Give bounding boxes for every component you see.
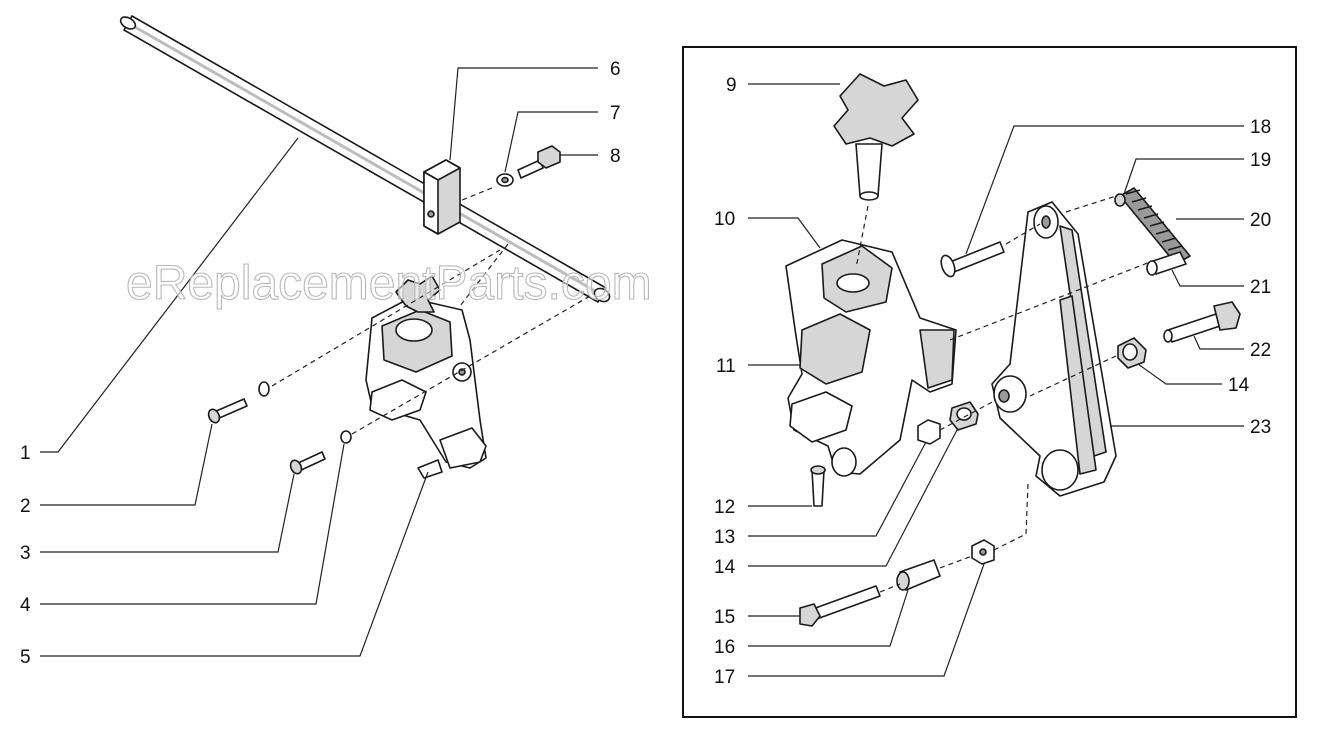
callout-13: 13: [714, 527, 735, 548]
spacer-14-part: [949, 401, 979, 431]
callout-5: 5: [20, 647, 31, 668]
bolt-3-part: [289, 451, 326, 475]
clamp-assembly-part: [365, 275, 487, 479]
watermark-text: eReplacementParts.com: [126, 257, 652, 310]
callout-1: 1: [20, 443, 31, 464]
callout-6: 6: [610, 59, 621, 80]
washer-part: [496, 173, 514, 187]
bolt-22-part: [1163, 301, 1241, 343]
pin-part: [810, 465, 826, 507]
bolt-part: [517, 145, 561, 179]
callout-11: 11: [716, 356, 736, 377]
callout-14-left: 14: [714, 557, 736, 578]
callout-7: 7: [610, 103, 621, 124]
callout-12: 12: [714, 497, 735, 518]
callout-19: 19: [1250, 150, 1271, 171]
pin-18-part: [940, 241, 1005, 278]
callout-20: 20: [1250, 210, 1271, 231]
bushing-14-part: [1117, 337, 1147, 369]
washer-4-part: [340, 430, 352, 444]
spacer-16-part: [896, 559, 941, 591]
callout-4: 4: [20, 595, 31, 616]
callout-15: 15: [714, 607, 735, 628]
clamp-body-part: [785, 239, 957, 477]
left-assembly: 1 2 3 4 5 6 7 8: [20, 15, 621, 668]
bolt-15-part: [799, 585, 881, 627]
lever-arm-part: [991, 201, 1117, 497]
knob-part: [833, 73, 919, 201]
fitting-19-part: [1114, 193, 1126, 207]
callout-8: 8: [610, 146, 621, 167]
bolt-2-part: [207, 398, 248, 424]
spring-part: [1119, 187, 1191, 265]
detail-frame: [682, 46, 1297, 718]
rod-clamp-part: [423, 159, 461, 235]
callout-16: 16: [714, 637, 735, 658]
fitting-21-part: [1146, 251, 1187, 276]
callout-9: 9: [726, 75, 737, 96]
nut-17-part: [971, 539, 995, 565]
right-assembly: 9 10 11 12 13 14 15 16 17 18 19 20 21 22…: [714, 73, 1271, 688]
callout-22: 22: [1250, 340, 1271, 361]
callout-10: 10: [714, 209, 735, 230]
callout-17: 17: [714, 667, 735, 688]
callout-23: 23: [1250, 417, 1271, 438]
callout-18: 18: [1250, 117, 1271, 138]
callout-14-right: 14: [1228, 375, 1250, 396]
callout-2: 2: [20, 496, 31, 517]
callout-21: 21: [1250, 277, 1271, 298]
callout-3: 3: [20, 543, 31, 564]
nut-part: [258, 381, 270, 397]
nut-13-part: [917, 419, 941, 445]
